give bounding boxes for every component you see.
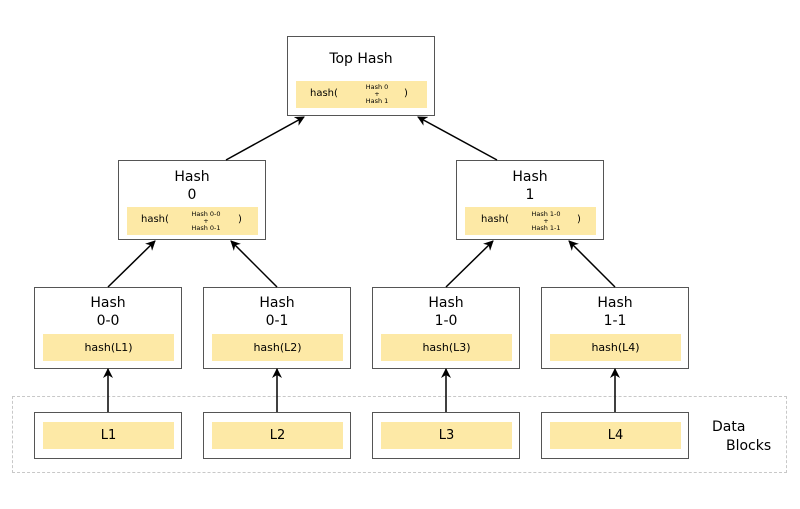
hash-0-1-formula: hash(L2) [212, 334, 343, 361]
hash-0-title-line2: 0 [187, 187, 197, 203]
data-block-l1-fill: L1 [43, 422, 174, 449]
hash-1-title-line2: 1 [525, 187, 535, 203]
top-hash-node: Top Hash hash( Hash 0 + Hash 1 ) [287, 36, 435, 116]
hash-0-0-formula: hash(L1) [43, 334, 174, 361]
arrow-hash-1-to-top-hash [417, 116, 498, 161]
hash-0-1-formula-text: hash(L2) [253, 341, 302, 354]
data-block-l4-label: L4 [607, 428, 624, 443]
hash-close-paren: ) [577, 214, 581, 225]
hash-1-0-node: Hash 1-0 hash(L3) [372, 287, 520, 369]
hash-function-label: hash( [310, 88, 338, 99]
operand-left: Hash 0-0 [191, 210, 221, 218]
hash-function-label: hash( [141, 214, 169, 225]
operand-right: Hash 1 [365, 97, 389, 105]
hash-0-0-node: Hash 0-0 hash(L1) [34, 287, 182, 369]
data-block-l2: L2 [203, 412, 351, 459]
hash-1-0-formula: hash(L3) [381, 334, 512, 361]
hash-1-node: Hash 1 hash( Hash 1-0 + Hash 1-1 ) [456, 160, 604, 240]
data-block-l3: L3 [372, 412, 520, 459]
hash-0-1-title-line1: Hash [259, 295, 295, 311]
hash-operands: Hash 0 + Hash 1 [358, 84, 396, 105]
data-blocks-label: Data Blocks [712, 418, 771, 456]
data-block-l1: L1 [34, 412, 182, 459]
arrow-hash-0-1-to-hash-0 [230, 240, 278, 288]
hash-1-0-title-line2: 1-0 [434, 313, 458, 329]
operand-right: Hash 0-1 [191, 224, 221, 232]
data-blocks-region [12, 396, 787, 473]
hash-0-0-formula-text: hash(L1) [84, 341, 133, 354]
hash-close-paren: ) [404, 88, 408, 99]
arrow-hash-1-1-to-hash-1 [568, 240, 616, 288]
hash-1-title-line1: Hash [512, 169, 548, 185]
data-block-l3-fill: L3 [381, 422, 512, 449]
hash-1-0-formula-text: hash(L3) [422, 341, 471, 354]
hash-1-1-title-line1: Hash [597, 295, 633, 311]
data-block-l4: L4 [541, 412, 689, 459]
operand-left: Hash 1-0 [531, 210, 561, 218]
hash-0-1-title-line2: 0-1 [265, 313, 289, 329]
operand-plus: + [374, 90, 380, 98]
hash-function-label: hash( [481, 214, 509, 225]
hash-1-1-title-line2: 1-1 [603, 313, 627, 329]
operand-plus: + [543, 217, 549, 225]
operand-left: Hash 0 [365, 83, 389, 91]
data-block-l4-fill: L4 [550, 422, 681, 449]
hash-1-formula: hash( Hash 1-0 + Hash 1-1 ) [465, 207, 596, 235]
data-label-line2: Blocks [726, 438, 772, 454]
hash-0-node: Hash 0 hash( Hash 0-0 + Hash 0-1 ) [118, 160, 266, 240]
hash-0-title-line1: Hash [174, 169, 210, 185]
hash-0-0-title-line1: Hash [90, 295, 126, 311]
hash-1-1-node: Hash 1-1 hash(L4) [541, 287, 689, 369]
hash-close-paren: ) [238, 214, 242, 225]
data-block-l3-label: L3 [438, 428, 455, 443]
operand-plus: + [203, 217, 209, 225]
top-hash-title: Top Hash [329, 51, 393, 67]
hash-1-1-formula-text: hash(L4) [591, 341, 640, 354]
hash-0-1-node: Hash 0-1 hash(L2) [203, 287, 351, 369]
arrow-hash-1-0-to-hash-1 [445, 240, 494, 288]
arrow-hash-0-0-to-hash-0 [107, 240, 156, 288]
data-block-l2-label: L2 [269, 428, 286, 443]
hash-0-0-title-line2: 0-0 [96, 313, 120, 329]
operand-right: Hash 1-1 [531, 224, 561, 232]
hash-operands: Hash 1-0 + Hash 1-1 [525, 211, 567, 232]
data-block-l2-fill: L2 [212, 422, 343, 449]
hash-0-formula: hash( Hash 0-0 + Hash 0-1 ) [127, 207, 258, 235]
top-hash-formula: hash( Hash 0 + Hash 1 ) [296, 81, 427, 108]
arrow-hash-0-to-top-hash [225, 116, 305, 161]
hash-1-0-title-line1: Hash [428, 295, 464, 311]
data-block-l1-label: L1 [100, 428, 117, 443]
data-label-line1: Data [712, 419, 746, 435]
hash-1-1-formula: hash(L4) [550, 334, 681, 361]
hash-operands: Hash 0-0 + Hash 0-1 [185, 211, 227, 232]
